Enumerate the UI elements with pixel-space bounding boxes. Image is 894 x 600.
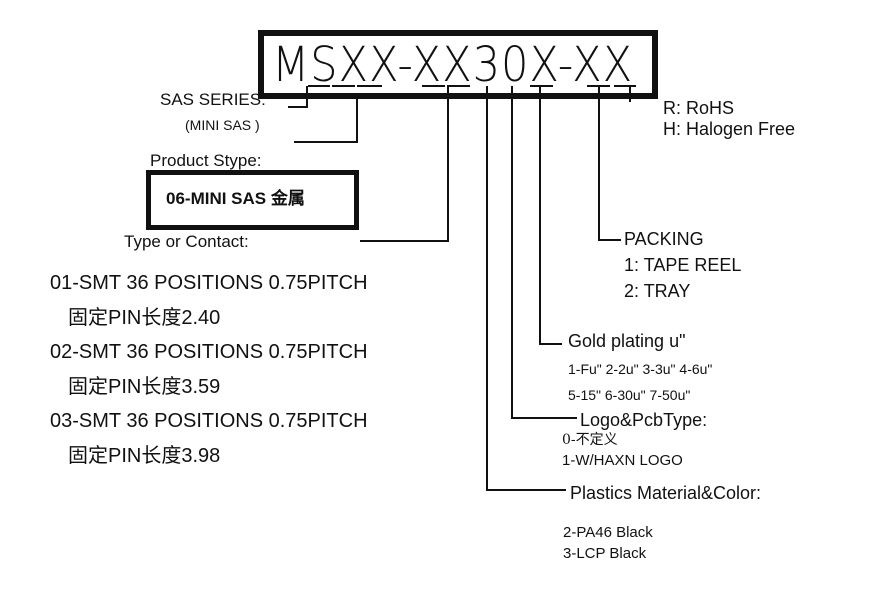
type-item-1: 01-SMT 36 POSITIONS 0.75PITCH	[50, 272, 368, 294]
product-stype-label: Product Stype:	[150, 151, 262, 170]
leader-plastics	[486, 86, 566, 491]
logo-pcb-option-1: 0-不定义	[562, 432, 618, 448]
packing-label: PACKING	[624, 229, 704, 249]
leader-logo	[511, 86, 577, 419]
sas-series-label: SAS SERIES:	[160, 90, 266, 109]
packing-option-2: 2: TRAY	[624, 281, 691, 301]
type-item-3: 03-SMT 36 POSITIONS 0.75PITCH	[50, 410, 368, 432]
part-code: MSXX-XX30X-XX	[272, 37, 634, 93]
type-item-3-sub: 固定PIN长度3.98	[68, 445, 221, 467]
leader-gold	[539, 86, 562, 345]
sas-series-sub: (MINI SAS )	[185, 117, 260, 133]
leader-packing	[598, 86, 621, 241]
type-item-1-sub: 固定PIN长度2.40	[68, 307, 221, 329]
logo-pcb-option-2: 1-W/HAXN LOGO	[562, 452, 683, 469]
gold-plating-option-2: 5-15" 6-30u" 7-50u"	[568, 387, 691, 403]
logo-pcb-label: Logo&PcbType:	[580, 410, 708, 430]
plastics-option-1: 2-PA46 Black	[563, 524, 653, 541]
gold-plating-label: Gold plating u"	[568, 331, 686, 351]
plastics-option-2: 3-LCP Black	[563, 545, 647, 562]
type-contact-label: Type or Contact:	[124, 232, 249, 251]
gold-plating-option-1: 1-Fu" 2-2u" 3-3u" 4-6u"	[568, 361, 713, 377]
suffix-rohs: R: RoHS	[663, 98, 735, 118]
suffix-halogen: H: Halogen Free	[663, 119, 796, 139]
leader-product-stype	[294, 96, 358, 143]
leader-type-contact	[360, 86, 449, 242]
type-item-2: 02-SMT 36 POSITIONS 0.75PITCH	[50, 341, 368, 363]
packing-option-1: 1: TAPE REEL	[624, 255, 742, 275]
part-code-box	[258, 30, 658, 99]
plastics-label: Plastics Material&Color:	[570, 483, 762, 503]
product-stype-value: 06-MINI SAS 金属	[166, 189, 305, 208]
product-stype-box	[146, 170, 359, 230]
type-item-2-sub: 固定PIN长度3.59	[68, 376, 221, 398]
